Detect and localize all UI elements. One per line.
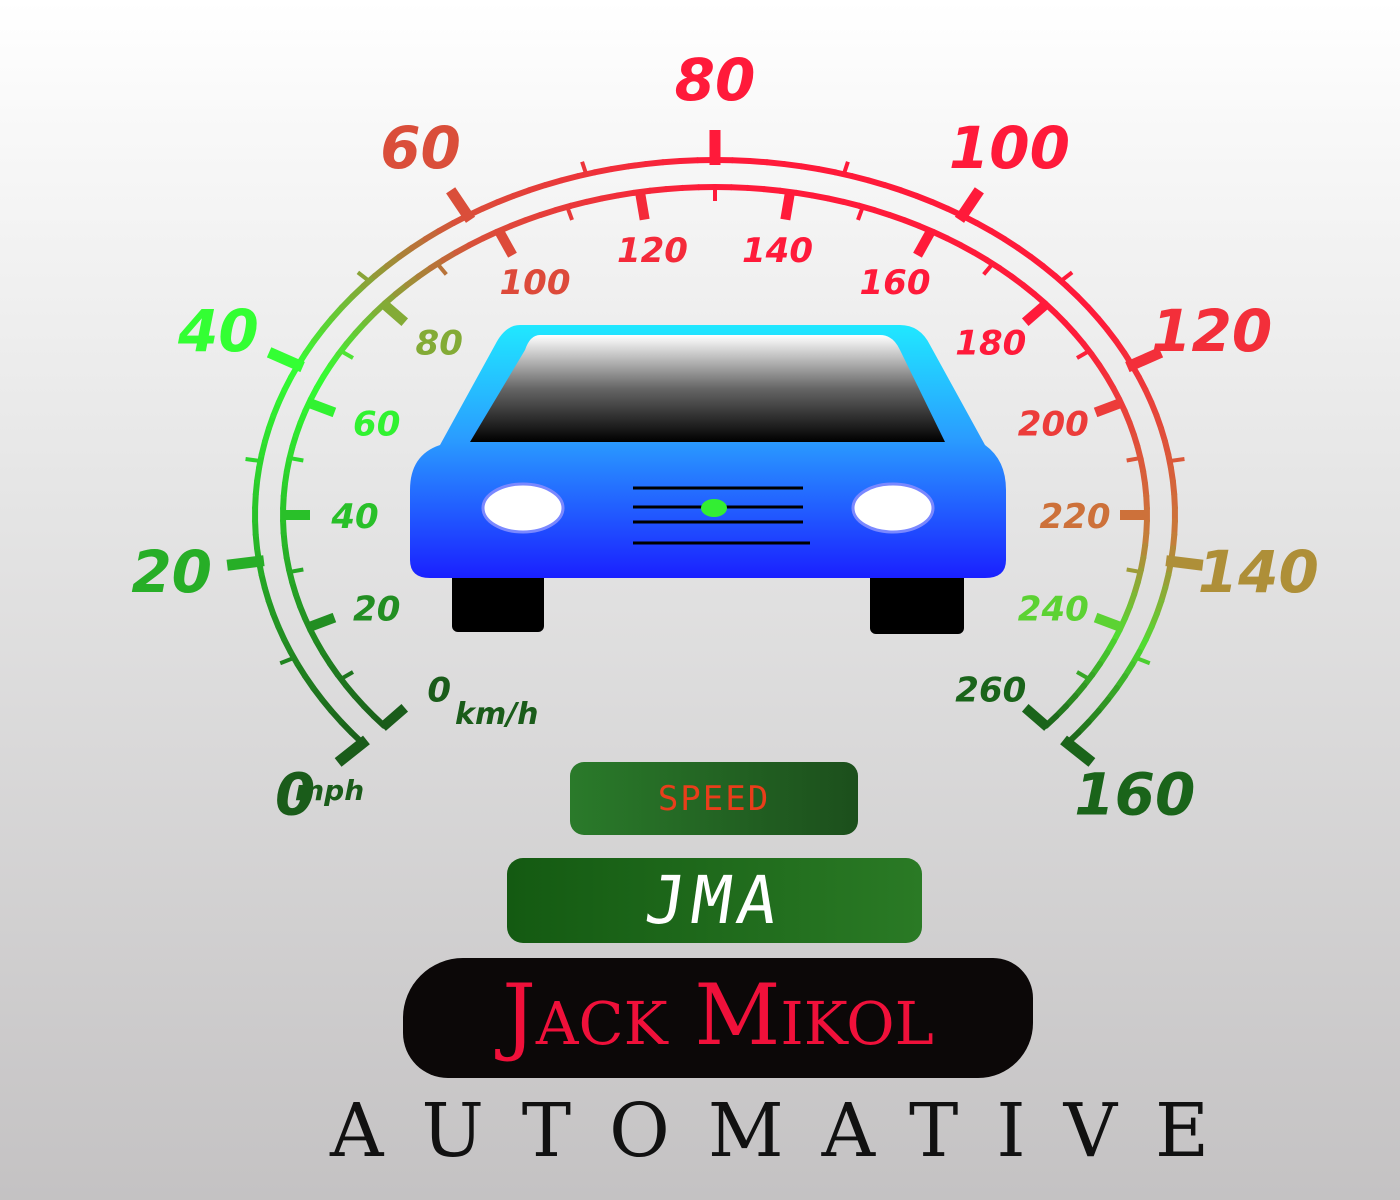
- kmh-minor-tick: [338, 670, 355, 682]
- kmh-major-tick: [780, 189, 796, 221]
- kmh-minor-tick: [564, 204, 574, 221]
- mph-major-tick: [266, 347, 305, 373]
- speedometer-gauge: 0 20 40 60 80 100 120 140 160 0 20 40 60 80 100 120 140 1…: [131, 46, 1319, 829]
- kmh-label: 60: [353, 405, 400, 445]
- kmh-label: 200: [1018, 405, 1089, 445]
- speed-display: SPEED: [570, 762, 858, 835]
- kmh-major-tick: [1093, 612, 1125, 633]
- kmh-minor-tick: [1075, 348, 1092, 360]
- car-wheel-right: [870, 560, 964, 634]
- kmh-label: 220: [1040, 497, 1111, 537]
- mph-label: 100: [949, 114, 1070, 182]
- kmh-minor-tick: [287, 567, 304, 575]
- mph-minor-tick: [1133, 655, 1151, 666]
- mph-unit-label: mph: [295, 774, 364, 807]
- brand-name: Jack Mikol: [502, 966, 934, 1064]
- kmh-minor-tick: [287, 455, 304, 463]
- kmh-minor-tick: [1126, 567, 1143, 575]
- mph-minor-tick: [279, 655, 297, 666]
- mph-minor-tick: [245, 457, 263, 464]
- kmh-label: 40: [330, 497, 378, 537]
- mph-label: 160: [1074, 761, 1195, 829]
- car-headlight-left: [481, 482, 565, 534]
- brand-tagline: AUTOMATIVE: [330, 1088, 1248, 1174]
- kmh-label: 140: [742, 231, 813, 271]
- mph-label: 20: [131, 538, 212, 606]
- kmh-minor-tick: [1126, 455, 1143, 463]
- car-windshield: [470, 335, 945, 442]
- mph-label: 0: [275, 761, 315, 829]
- mph-label: 120: [1151, 297, 1272, 365]
- car-icon: [410, 325, 1006, 634]
- car-headlight-right: [851, 482, 935, 534]
- kmh-label: 100: [500, 263, 571, 303]
- kmh-label: 160: [860, 263, 931, 303]
- mph-major-tick: [1060, 735, 1096, 767]
- kmh-minor-tick: [434, 260, 448, 276]
- kmh-label: 120: [617, 231, 688, 271]
- mph-major-tick: [226, 555, 265, 571]
- mph-major-tick: [1165, 555, 1204, 571]
- mph-label: 60: [380, 114, 461, 182]
- kmh-minor-tick: [1075, 670, 1092, 682]
- kmh-label: 20: [353, 589, 400, 629]
- mph-major-tick: [954, 187, 984, 223]
- speed-label: SPEED: [657, 778, 771, 819]
- kmh-major-tick: [1093, 397, 1125, 418]
- kmh-label: 80: [416, 323, 463, 363]
- kmh-major-tick: [913, 226, 937, 258]
- kmh-minor-tick: [856, 204, 866, 221]
- mph-label: 40: [177, 297, 259, 365]
- kmh-major-tick: [305, 397, 337, 418]
- mph-major-tick: [1125, 347, 1164, 373]
- kmh-major-tick: [305, 612, 337, 633]
- mph-major-tick: [446, 187, 476, 223]
- mph-major-tick: [334, 735, 370, 767]
- monogram-text: JMA: [640, 862, 789, 939]
- monogram-display: JMA: [507, 858, 922, 943]
- mph-minor-tick: [841, 161, 850, 177]
- kmh-unit-label: km/h: [455, 697, 539, 732]
- kmh-label: 240: [1018, 589, 1089, 629]
- kmh-major-tick: [1021, 704, 1051, 731]
- kmh-label: 180: [955, 323, 1026, 363]
- mph-label: 140: [1198, 538, 1319, 606]
- kmh-major-tick: [1021, 299, 1051, 326]
- kmh-label: 260: [955, 671, 1026, 711]
- kmh-major-tick: [379, 299, 409, 326]
- kmh-minor-tick: [338, 348, 355, 360]
- mph-minor-tick: [356, 270, 372, 284]
- mph-minor-tick: [580, 161, 589, 177]
- kmh-minor-tick: [982, 260, 996, 276]
- kmh-major-tick: [634, 189, 650, 221]
- mph-minor-tick: [1167, 457, 1185, 464]
- kmh-label: 0: [427, 671, 451, 711]
- kmh-major-tick: [379, 704, 409, 731]
- kmh-major-tick: [493, 226, 517, 258]
- car-badge: [701, 499, 727, 517]
- brand-name-background: [403, 958, 1033, 1078]
- mph-label: 80: [675, 46, 756, 114]
- mph-minor-tick: [1058, 270, 1074, 284]
